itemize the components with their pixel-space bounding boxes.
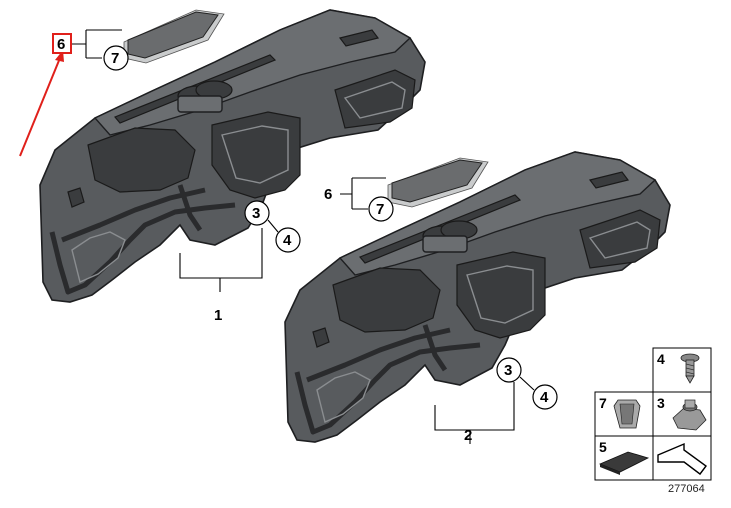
part-4-callout-1[interactable] bbox=[275, 227, 301, 253]
legend-label-4: 4 bbox=[657, 351, 665, 367]
part-7-callout-middle[interactable] bbox=[368, 196, 394, 222]
foam-pad-icon bbox=[598, 451, 650, 475]
legend-label-5: 5 bbox=[599, 439, 607, 455]
nut-icon bbox=[672, 399, 707, 431]
part-3-callout-1[interactable] bbox=[244, 200, 270, 226]
legend-cell-clip[interactable] bbox=[594, 391, 654, 437]
part-4-label-2: 4 bbox=[540, 389, 549, 406]
part-7-callout-top[interactable] bbox=[103, 45, 129, 71]
part-6-label-top[interactable]: 6 bbox=[57, 36, 65, 53]
part-6-label-middle[interactable]: 6 bbox=[324, 186, 332, 203]
parts-legend: 4 7 3 5 bbox=[594, 347, 712, 481]
part-3-label-2: 3 bbox=[504, 362, 512, 379]
screw-icon bbox=[680, 353, 700, 384]
part-1-label[interactable]: 1 bbox=[214, 307, 222, 324]
legend-label-7: 7 bbox=[599, 395, 607, 411]
legend-label-3: 3 bbox=[657, 395, 665, 411]
bracket-icon bbox=[657, 442, 707, 475]
cover-panel-1[interactable] bbox=[123, 9, 225, 64]
dashboard-2[interactable] bbox=[284, 151, 671, 443]
part-2-label[interactable]: 2 bbox=[464, 427, 472, 444]
clip-icon bbox=[613, 399, 641, 429]
part-7-label-top: 7 bbox=[111, 50, 119, 67]
part-3-label-1: 3 bbox=[252, 205, 260, 222]
part-6-highlight-box bbox=[52, 33, 72, 54]
highlight-arrow bbox=[19, 50, 64, 157]
dashboard-1[interactable] bbox=[39, 9, 426, 303]
legend-cell-screw[interactable] bbox=[652, 347, 712, 393]
part-7-label-middle: 7 bbox=[376, 201, 384, 218]
part-4-label-1: 4 bbox=[283, 232, 292, 249]
part-3-callout-2[interactable] bbox=[496, 357, 522, 383]
part-4-callout-2[interactable] bbox=[532, 384, 558, 410]
diagram-number: 277064 bbox=[668, 483, 705, 495]
